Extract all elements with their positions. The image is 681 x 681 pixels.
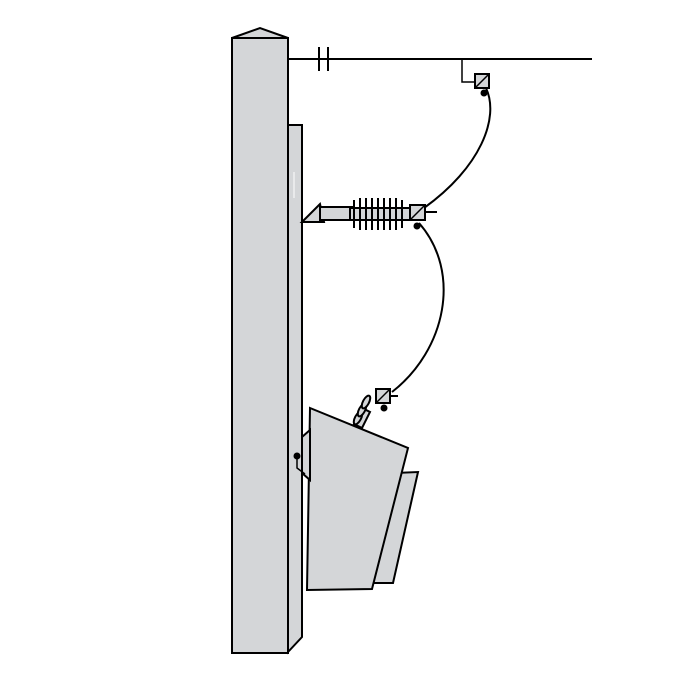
mounting-bracket [287, 124, 303, 655]
pole-cap [231, 26, 289, 39]
suspension-insulator [349, 198, 411, 230]
line-insulator-mark [318, 47, 329, 71]
pole [231, 37, 289, 654]
transformer-bushing [352, 394, 372, 430]
insulator-clamp [409, 204, 437, 230]
lower-jumper-wire [391, 222, 445, 393]
upper-jumper-wire [423, 87, 492, 209]
arm-bracket [299, 202, 354, 223]
bushing-clamp [375, 388, 398, 412]
transformer-tank [293, 406, 410, 592]
line-clamp [461, 59, 490, 97]
